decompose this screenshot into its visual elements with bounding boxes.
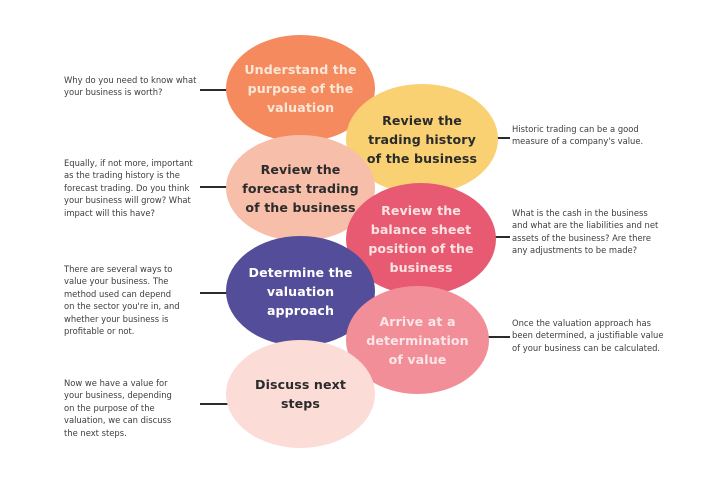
- connector-line: [495, 236, 510, 238]
- note-trading-history: Historic trading can be a good measure o…: [512, 124, 644, 147]
- connector-line: [200, 186, 228, 188]
- note-next-steps: Now we have a value for your business, d…: [64, 378, 172, 438]
- connector-line: [200, 403, 228, 405]
- note-valuation-approach: There are several ways to value your bus…: [64, 264, 180, 337]
- note-forecast-trading: Equally, if not more, important as the t…: [64, 158, 193, 218]
- step-label: Arrive at a determination of value: [366, 313, 469, 367]
- connector-line: [200, 89, 228, 91]
- connector-line: [496, 137, 510, 139]
- step-discuss-next-steps: Discuss next steps: [226, 340, 375, 448]
- step-label: Discuss next steps: [255, 377, 346, 411]
- note-purpose-of-valuation: Why do you need to know what your busine…: [64, 75, 197, 98]
- connector-line: [200, 292, 228, 294]
- note-balance-sheet: What is the cash in the business and wha…: [512, 208, 659, 256]
- connector-line: [488, 336, 510, 338]
- step-label: Review the balance sheet position of the…: [368, 203, 474, 275]
- step-label: Understand the purpose of the valuation: [244, 62, 357, 115]
- step-label: Determine the valuation approach: [248, 264, 353, 318]
- step-understand-purpose: Understand the purpose of the valuation: [226, 35, 375, 142]
- step-label: Review the forecast trading of the busin…: [242, 161, 359, 215]
- note-determination-of-value: Once the valuation approach has been det…: [512, 318, 664, 353]
- step-label: Review the trading history of the busine…: [366, 112, 478, 166]
- step-arrive-at-value: Arrive at a determination of value: [346, 286, 489, 394]
